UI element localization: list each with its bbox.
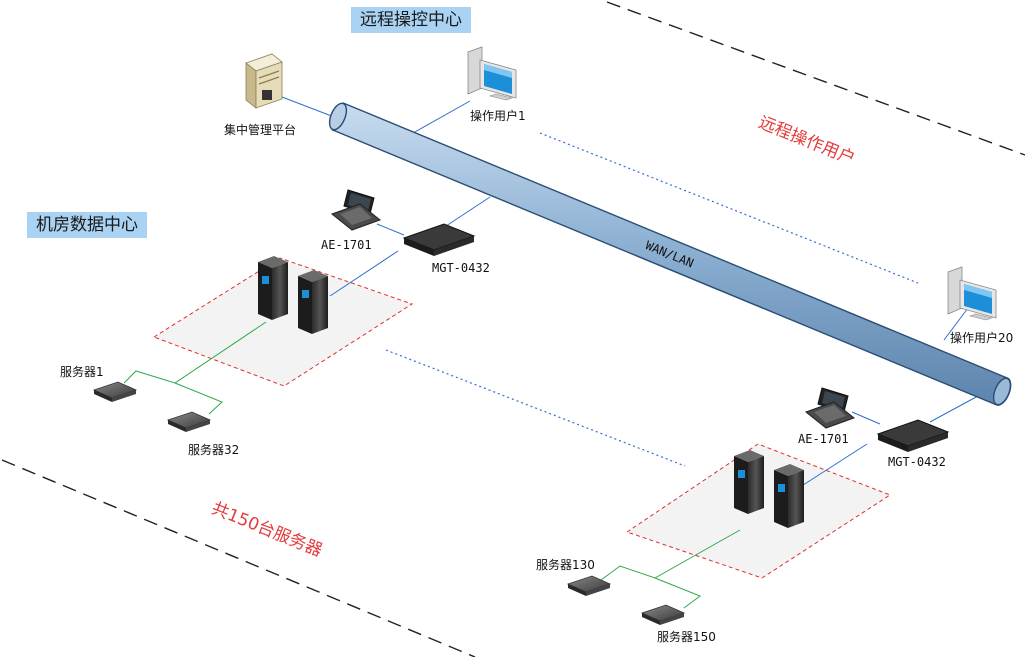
section-datacenter: 机房数据中心 [27,212,147,238]
separator-line-bottom [1,459,476,657]
operator-20-label: 操作用户20 [950,331,1014,345]
kvm-mgt0432-a-label: MGT-0432 [432,261,490,275]
rack-tower-a1-icon [258,256,288,320]
management-server-icon [245,53,283,109]
operator-20-pc-icon [947,266,997,321]
kvm-mgt0432-b-icon [876,419,950,452]
server-1-icon [92,381,138,402]
rack-tower-b1-icon [734,450,764,514]
server-32-label: 服务器32 [188,443,240,457]
dotted-guide-lower [385,349,686,467]
server-1-label: 服务器1 [60,365,104,379]
section-remote-control-center: 远程操控中心 [351,7,471,33]
management-platform-label: 集中管理平台 [224,123,297,137]
operator-1-label: 操作用户1 [470,109,526,123]
kvm-mgt0432-b-label: MGT-0432 [888,455,946,469]
datacenter-zone-b [625,443,892,579]
rack-tower-a2-icon [298,270,328,334]
server-130-label: 服务器130 [536,558,595,572]
console-ae1701-b-label: AE-1701 [798,432,849,446]
operator-1-pc-icon [467,46,517,101]
server-150-icon [640,604,686,625]
green-links [123,321,741,609]
network-links [281,96,979,488]
rack-tower-b2-icon [774,464,804,528]
console-ae1701-b-icon [804,387,856,429]
wan-lan-pipe [328,102,1012,406]
kvm-mgt0432-a-icon [402,223,476,256]
server-130-icon [566,575,612,596]
console-ae1701-a-label: AE-1701 [321,238,372,252]
server-150-label: 服务器150 [657,630,716,644]
separator-line-top [606,1,1025,156]
console-ae1701-a-icon [330,189,382,231]
server-32-icon [166,411,212,432]
